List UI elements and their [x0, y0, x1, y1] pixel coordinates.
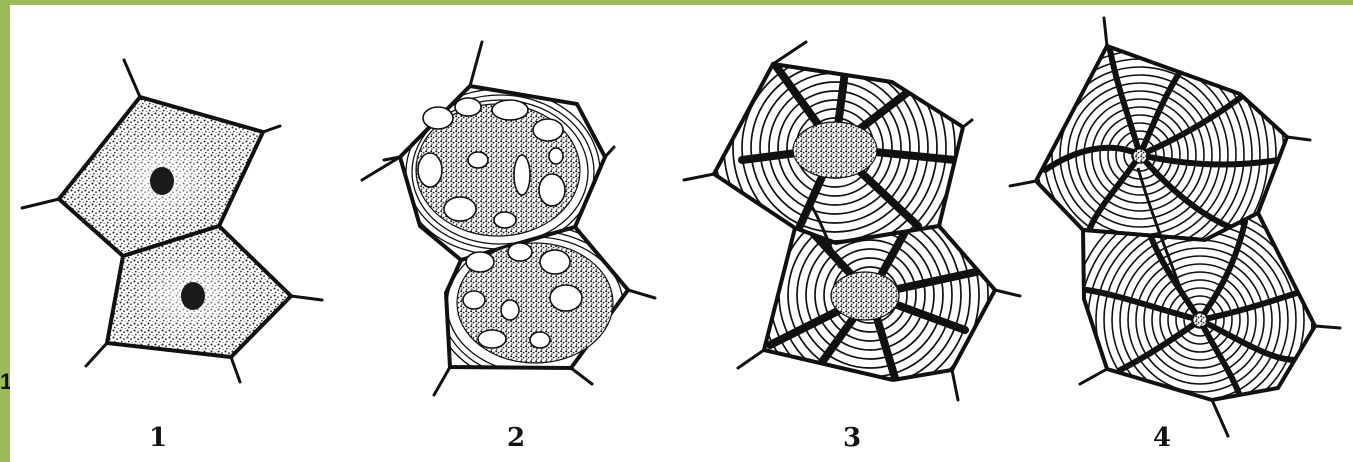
- stage-2-cells: [362, 42, 655, 395]
- stage-3-lower-lumen: [831, 272, 899, 320]
- stage-1-lower-nucleus: [181, 282, 205, 310]
- stage-1-cells: [22, 60, 322, 382]
- stage-1-upper-cell: [59, 97, 263, 256]
- stage-2-label: 2: [507, 423, 525, 453]
- stage-4-label: 4: [1153, 423, 1171, 453]
- stage-1-label: 1: [149, 423, 167, 453]
- stage-1-upper-nucleus: [150, 167, 174, 195]
- stage-3-upper-lumen: [793, 122, 877, 178]
- stage-3-cells: [684, 19, 1020, 413]
- stage-4-cells: [988, 3, 1340, 448]
- stage-3-label: 3: [843, 423, 861, 453]
